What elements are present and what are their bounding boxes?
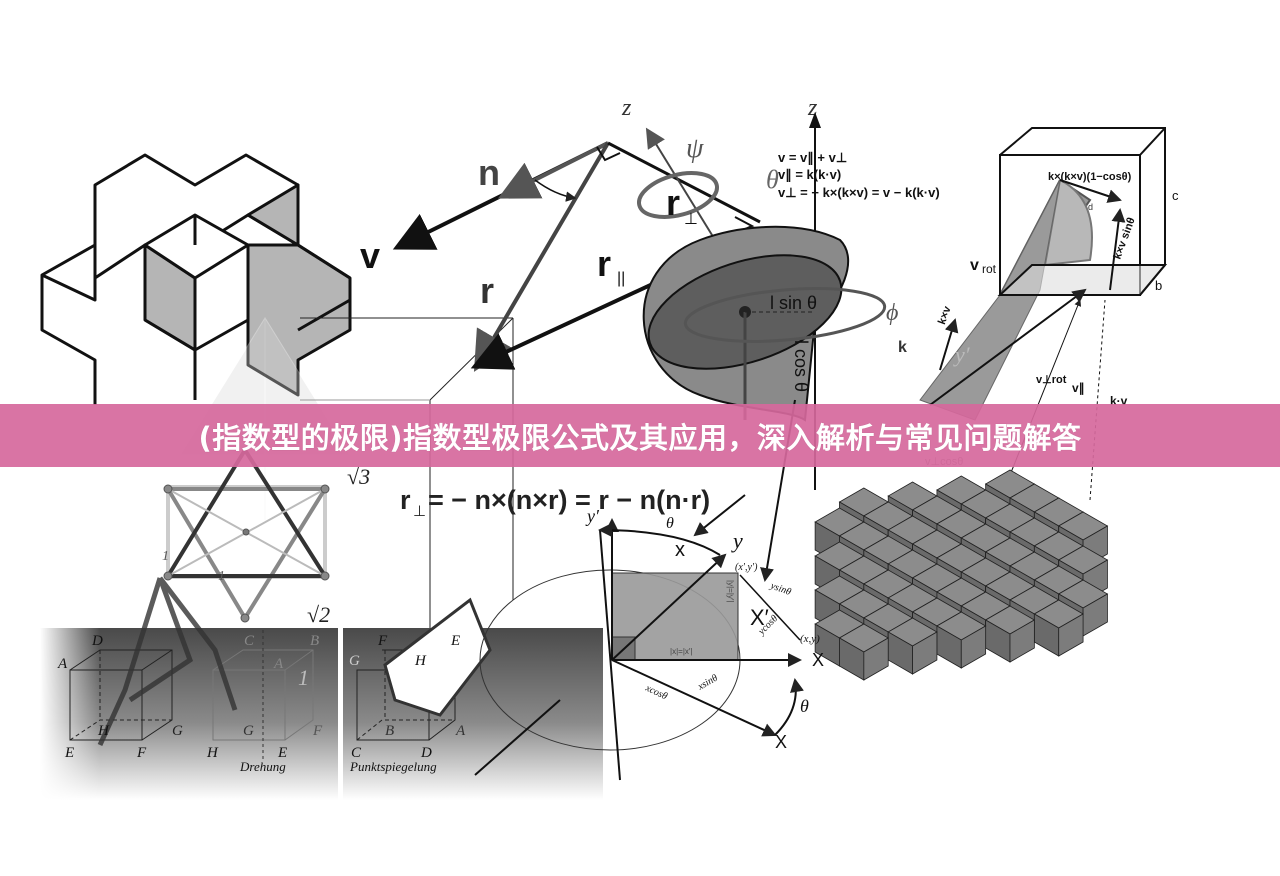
svg-text:r: r — [597, 243, 611, 284]
svg-text:X: X — [775, 732, 787, 752]
title-banner: (指数型的极限)指数型极限公式及其应用，深入解析与常见问题解答 — [0, 404, 1280, 467]
rotation-box-figure — [919, 127, 1168, 501]
svg-text:θ: θ — [766, 165, 779, 194]
svg-text:y: y — [731, 528, 743, 553]
svg-text:c: c — [1172, 188, 1179, 203]
svg-text:v∥ = k(k·v): v∥ = k(k·v) — [778, 167, 841, 183]
svg-text:r: r — [666, 182, 680, 223]
ellipsoid-figure: l sin θ l cos θ ϕ — [642, 225, 898, 422]
svg-text:(x,y): (x,y) — [800, 633, 820, 645]
svg-text:z: z — [621, 95, 632, 121]
svg-text:k: k — [898, 339, 907, 356]
svg-text:n: n — [478, 152, 500, 193]
svg-text:A: A — [455, 723, 466, 739]
svg-text:v: v — [970, 257, 979, 274]
svg-text:Drehung: Drehung — [239, 759, 286, 774]
svg-text:C: C — [244, 633, 255, 649]
svg-text:v⊥rot: v⊥rot — [1036, 374, 1067, 386]
svg-text:⊥: ⊥ — [413, 503, 426, 520]
svg-text:G: G — [349, 653, 360, 669]
svg-text:√3: √3 — [347, 464, 370, 489]
svg-text:G: G — [243, 723, 254, 739]
svg-text:θ: θ — [800, 696, 809, 716]
svg-text:z: z — [807, 95, 818, 121]
r-perp-formula: r ⊥ = − n×(n×r) = r − n(n·r) — [400, 485, 710, 520]
isometric-cross-figure — [40, 153, 352, 405]
svg-text:θ: θ — [666, 515, 674, 532]
svg-text:b: b — [1155, 278, 1162, 293]
svg-text:X: X — [812, 650, 824, 670]
svg-text:x: x — [675, 539, 685, 561]
svg-text:y′: y′ — [585, 506, 600, 526]
svg-text:B: B — [385, 723, 394, 739]
svg-text:1: 1 — [298, 665, 309, 690]
svg-text:Punktspiegelung: Punktspiegelung — [349, 759, 437, 774]
svg-text:E: E — [277, 745, 287, 761]
svg-text:v = v∥ + v⊥: v = v∥ + v⊥ — [778, 150, 847, 166]
svg-text:v: v — [360, 235, 380, 276]
svg-text:B: B — [310, 633, 319, 649]
svg-text:E: E — [64, 745, 74, 761]
page-title: (指数型的极限)指数型极限公式及其应用，深入解析与常见问题解答 — [198, 420, 1082, 455]
svg-text:(x′,y′): (x′,y′) — [735, 562, 758, 573]
svg-text:⊥: ⊥ — [684, 211, 698, 228]
svg-text:v∥: v∥ — [1072, 381, 1085, 395]
svg-text:1: 1 — [162, 549, 169, 564]
punktspiegelung-panel: F E H C B D A G Punktspiegelung — [343, 597, 603, 800]
svg-text:k×(k×v)(1−cosθ): k×(k×v)(1−cosθ) — [1048, 171, 1132, 183]
wire-cube-left — [300, 317, 514, 640]
svg-text:F: F — [312, 723, 323, 739]
svg-text:r: r — [400, 485, 411, 515]
svg-text:G: G — [172, 723, 183, 739]
svg-text:= − n×(n×r) = r − n(n·r): = − n×(n×r) = r − n(n·r) — [428, 485, 710, 515]
svg-text:xsinθ: xsinθ — [695, 673, 720, 694]
svg-text:E: E — [450, 633, 460, 649]
svg-text:rot: rot — [982, 262, 997, 276]
drehung-panel: D A H E F G H G E F A B C 1 Drehung — [40, 576, 338, 800]
star-tetrahedron — [163, 446, 330, 623]
svg-text:ysinθ: ysinθ — [768, 580, 793, 598]
svg-text:ϕ: ϕ — [886, 300, 898, 326]
svg-text:√2: √2 — [307, 602, 330, 627]
svg-text:H: H — [414, 653, 427, 669]
svg-text:|y|=|y′|: |y|=|y′| — [726, 580, 735, 602]
svg-text:A: A — [57, 656, 68, 672]
svg-text:A: A — [273, 656, 284, 672]
svg-text:H: H — [206, 745, 219, 761]
coordinate-rotation-figure — [474, 399, 804, 781]
svg-text:l cos θ: l cos θ — [791, 340, 811, 392]
svg-text:H: H — [97, 723, 110, 739]
svg-text:||: || — [617, 270, 625, 287]
svg-text:l sin θ: l sin θ — [770, 293, 817, 313]
svg-text:r: r — [480, 270, 494, 311]
svg-text:y′: y′ — [953, 342, 971, 367]
svg-text:v⊥ = − k×(k×v) = v − k(k·v): v⊥ = − k×(k×v) = v − k(k·v) — [778, 185, 940, 200]
svg-text:X′: X′ — [750, 605, 769, 630]
svg-text:v⊥: v⊥ — [1060, 479, 1077, 493]
svg-text:F: F — [377, 633, 388, 649]
svg-text:F: F — [136, 745, 147, 761]
svg-text:C: C — [351, 745, 362, 761]
svg-text:ψ: ψ — [686, 133, 704, 164]
svg-text:D: D — [420, 745, 432, 761]
svg-text:D: D — [91, 633, 103, 649]
svg-text:d: d — [1088, 202, 1093, 212]
svg-text:|x|=|x′|: |x|=|x′| — [670, 647, 692, 656]
voxel-cube-cluster — [814, 469, 1109, 681]
svg-text:k×v: k×v — [936, 304, 954, 326]
svg-text:1: 1 — [218, 569, 225, 584]
